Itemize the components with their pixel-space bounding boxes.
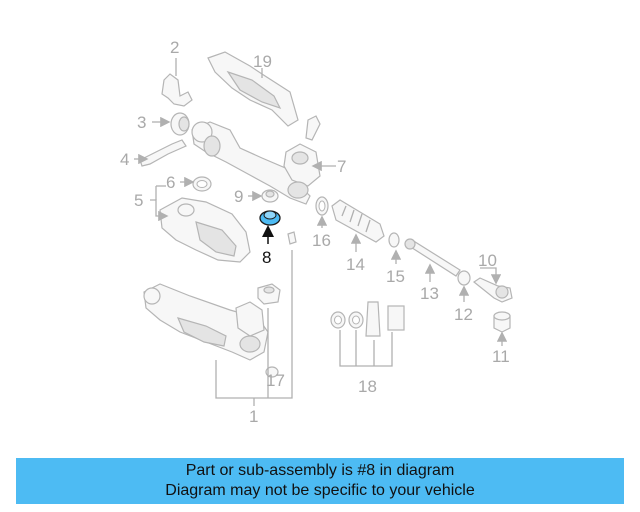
steering-rack-upper bbox=[191, 115, 321, 205]
callout-19: 19 bbox=[253, 52, 272, 71]
info-banner: Part or sub-assembly is #8 in diagram Di… bbox=[16, 458, 624, 504]
callout-7: 7 bbox=[337, 157, 346, 176]
leader-10 bbox=[480, 267, 502, 285]
callout-3: 3 bbox=[137, 113, 146, 132]
callout-13: 13 bbox=[420, 284, 439, 303]
leader-5 bbox=[150, 199, 169, 222]
callout-4: 4 bbox=[120, 150, 129, 169]
callout-12: 12 bbox=[454, 305, 473, 324]
bellows-boot-part-14 bbox=[331, 199, 385, 243]
callout-6: 6 bbox=[166, 173, 175, 192]
callout-8[interactable]: 8 bbox=[262, 248, 271, 267]
callout-11: 11 bbox=[492, 347, 510, 366]
steering-rack-lower bbox=[143, 283, 279, 378]
bracket-part-2 bbox=[161, 73, 193, 107]
callout-1: 1 bbox=[249, 407, 258, 426]
nut-part-12 bbox=[457, 270, 471, 286]
callout-15: 15 bbox=[386, 267, 405, 286]
seal-kit-part-18 bbox=[330, 301, 405, 337]
callout-18: 18 bbox=[358, 377, 377, 396]
callout-10: 10 bbox=[478, 251, 497, 270]
ring-part-16 bbox=[315, 196, 329, 216]
banner-part-line: Part or sub-assembly is #8 in diagram bbox=[185, 462, 455, 479]
clamp-part-4 bbox=[139, 139, 187, 167]
callout-17: 17 bbox=[266, 371, 285, 390]
banner-disclaimer-line: Diagram may not be specific to your vehi… bbox=[165, 482, 475, 499]
callout-2: 2 bbox=[170, 38, 179, 57]
callout-9: 9 bbox=[234, 187, 243, 206]
valve-housing-part-5 bbox=[159, 197, 251, 263]
tie-rod-end-part-10 bbox=[472, 277, 513, 303]
clip-part-15 bbox=[388, 232, 400, 248]
inner-tie-rod-part-13 bbox=[404, 238, 461, 277]
parts-diagram: 2 19 3 4 7 6 5 9 8 16 14 15 13 10 12 11 … bbox=[120, 38, 513, 426]
callout-14: 14 bbox=[346, 255, 365, 274]
cap-part-8-highlighted[interactable] bbox=[259, 210, 281, 226]
leader-18 bbox=[339, 330, 393, 367]
heat-shield-part-19 bbox=[207, 51, 299, 127]
callout-5: 5 bbox=[134, 191, 143, 210]
bushing-part-3 bbox=[170, 112, 190, 136]
o-ring-part-6 bbox=[192, 176, 212, 192]
ball-joint-boot-part-11 bbox=[493, 311, 511, 333]
seal-part-9 bbox=[261, 189, 279, 203]
callout-16: 16 bbox=[312, 231, 331, 250]
mount-part-17 bbox=[257, 231, 297, 305]
